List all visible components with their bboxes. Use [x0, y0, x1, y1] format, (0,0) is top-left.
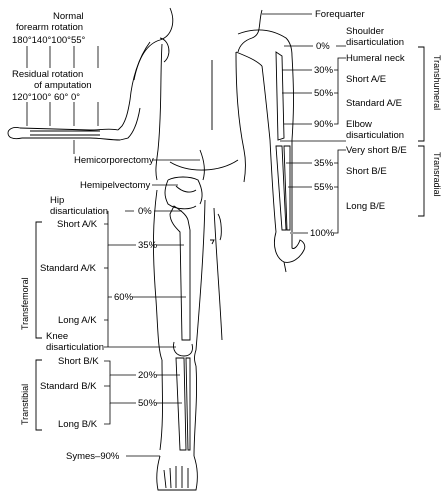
pct-50-upper: 50%	[314, 88, 334, 99]
transfemoral-label: Transfemoral	[20, 277, 30, 330]
rotation-annotation: Normal forearm rotation 180°140°100°55° …	[12, 11, 99, 154]
hemipelvectomy-label: Hemipelvectomy	[80, 180, 150, 191]
residual-rotation-label-2: of amputation	[34, 80, 92, 91]
upper-limb-labels: Forequarter Shoulder disarticulation 0% …	[262, 9, 442, 239]
long-be-label: Long B/E	[346, 201, 385, 212]
body-outline	[7, 7, 306, 491]
short-bk-label: Short B/K	[58, 356, 99, 367]
pct-90-upper: 90%	[314, 119, 334, 130]
humeral-neck-label: Humeral neck	[346, 53, 405, 64]
residual-rotation-values: 120°100° 60° 0°	[12, 92, 80, 103]
pct-35-lower: 35%	[138, 240, 158, 251]
long-ak-label: Long A/K	[58, 315, 97, 326]
symes-label: Symes–90%	[66, 451, 120, 462]
standard-bk-label: Standard B/K	[40, 381, 97, 392]
shoulder-label-2: disarticulation	[346, 37, 404, 48]
short-ae-label: Short A/E	[346, 74, 386, 85]
elbow-label-2: disarticulation	[346, 130, 404, 141]
residual-rotation-label-1: Residual rotation	[12, 69, 83, 80]
forequarter-label: Forequarter	[315, 9, 365, 20]
very-short-be-label: Very short B/E	[346, 145, 407, 156]
transtibial-label: Transtibial	[20, 384, 30, 425]
short-ak-label: Short A/K	[57, 219, 98, 230]
pct-30-upper: 30%	[314, 65, 334, 76]
knee-label-1: Knee	[46, 331, 68, 342]
hip-label-2: disarticulation	[50, 206, 108, 217]
short-be-label: Short B/E	[346, 166, 387, 177]
pct-55-upper: 55%	[314, 182, 334, 193]
pct-20-lower: 20%	[138, 370, 158, 381]
hemicorporectomy-label: Hemicorporectomy	[74, 155, 154, 166]
pct-0-lower: 0%	[138, 206, 152, 217]
transhumeral-label: Transhumeral	[432, 55, 442, 110]
normal-rotation-values: 180°140°100°55°	[12, 35, 86, 46]
standard-ak-label: Standard A/K	[40, 263, 97, 274]
normal-rotation-label-2: forearm rotation	[16, 22, 83, 33]
pct-50-lower: 50%	[138, 398, 158, 409]
knee-label-2: disarticulation	[46, 342, 104, 353]
pct-100-upper: 100%	[310, 228, 335, 239]
transradial-label: Transradial	[432, 152, 442, 197]
pct-35-upper: 35%	[314, 158, 334, 169]
elbow-label-1: Elbow	[346, 119, 372, 130]
normal-rotation-label-1: Normal	[53, 11, 84, 22]
standard-ae-label: Standard A/E	[346, 98, 402, 109]
long-bk-label: Long B/K	[58, 419, 98, 430]
hip-label-1: Hip	[50, 195, 64, 206]
shoulder-label-1: Shoulder	[346, 26, 384, 37]
pct-0-upper: 0%	[316, 41, 330, 52]
lower-limb-labels: Hemicorporectomy Hemipelvectomy Hip disa…	[20, 155, 200, 462]
pct-60-lower: 60%	[114, 292, 134, 303]
